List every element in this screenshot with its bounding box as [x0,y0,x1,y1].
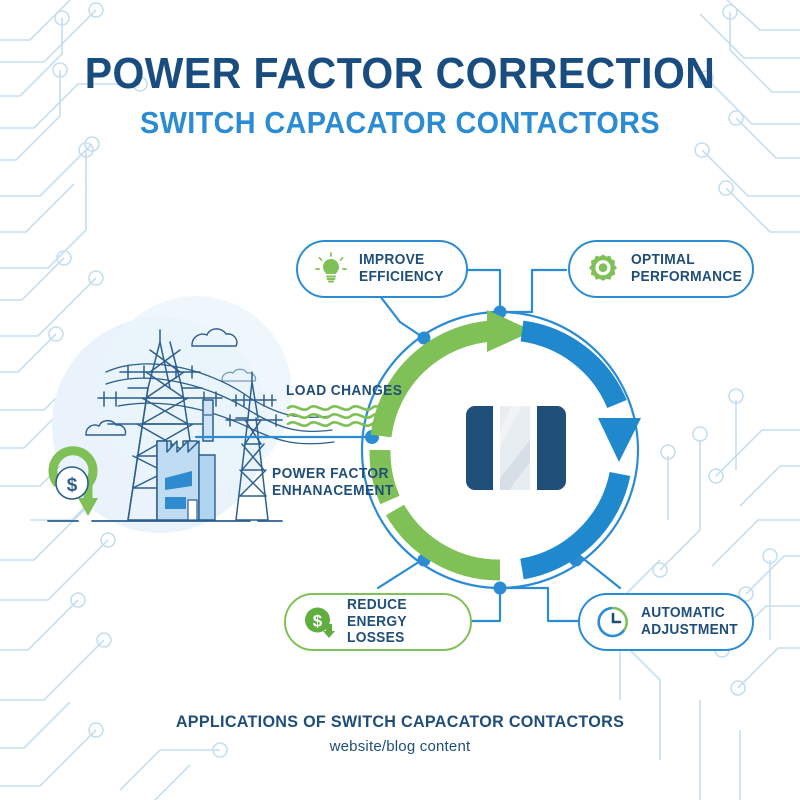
dollar-savings-icon: $ [48,446,98,516]
callout-improve-efficiency[interactable]: IMPROVE EFFICIENCY [296,240,468,298]
contactor-device [466,406,566,490]
side-label-power-factor-enhancement: POWER FACTOR ENHANACEMENT [272,466,394,499]
side-label-load-changes: LOAD CHANGES [286,383,403,399]
footer-title: APPLICATIONS OF SWITCH CAPACATOR CONTACT… [175,712,625,731]
callout-reduce-energy-losses[interactable]: $ REDUCE ENERGY LOSSES [284,593,472,651]
callout-automatic-adjustment[interactable]: AUTOMATIC ADJUSTMENT [578,593,754,651]
callout-label: OPTIMAL PERFORMANCE [631,252,743,285]
page-subtitle: SWITCH CAPACATOR CONTACTORS [140,105,660,140]
page-title: POWER FACTOR CORRECTION [84,49,716,98]
blue-arc [520,320,641,580]
svg-text:$: $ [67,475,78,496]
header: POWER FACTOR CORRECTION SWITCH CAPACATOR… [0,49,800,140]
footer-subtitle: website/blog content [329,738,471,755]
dollar-down-arrow-icon: $ [305,607,335,638]
callout-label: IMPROVE EFFICIENCY [359,252,444,285]
callout-label: REDUCE ENERGY LOSSES [347,597,407,647]
callout-optimal-performance[interactable]: OPTIMAL PERFORMANCE [568,240,754,298]
wave-lines-icon [286,405,382,427]
gear-icon [589,254,617,281]
footer: APPLICATIONS OF SWITCH CAPACATOR CONTACT… [0,712,800,755]
green-arc [369,310,533,581]
svg-text:$: $ [313,612,323,631]
lightbulb-icon [315,252,347,283]
clock-icon [597,606,628,638]
callout-label: AUTOMATIC ADJUSTMENT [641,605,738,638]
